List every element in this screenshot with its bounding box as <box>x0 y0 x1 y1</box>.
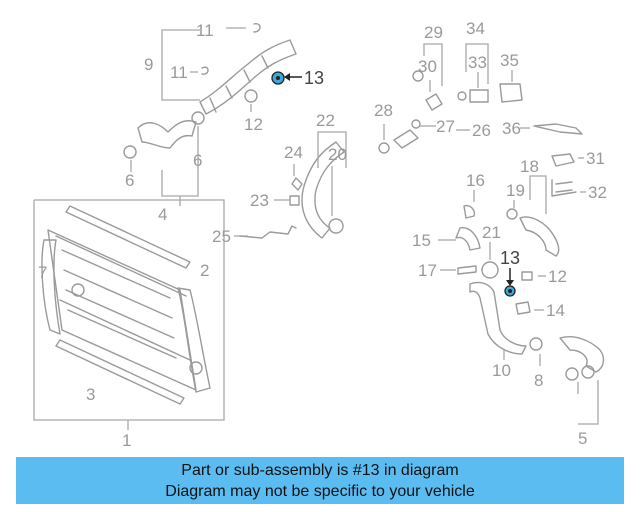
label-17: 17 <box>418 261 437 280</box>
label-36: 36 <box>502 119 521 138</box>
label-10: 10 <box>492 361 511 380</box>
label-13-right: 13 <box>500 248 520 268</box>
parts-diagram: 1 2 3 4 5 6 6 7 8 9 10 11 11 12 12 13 13… <box>33 19 607 450</box>
label-32: 32 <box>588 183 607 202</box>
label-22: 22 <box>316 111 335 130</box>
info-banner: Part or sub-assembly is #13 in diagram D… <box>16 457 624 504</box>
label-34: 34 <box>466 19 485 38</box>
label-25: 25 <box>212 227 231 246</box>
label-19: 19 <box>506 181 525 200</box>
label-5: 5 <box>578 429 587 448</box>
label-9: 9 <box>144 55 153 74</box>
label-21: 21 <box>482 223 501 242</box>
label-11-mid: 11 <box>170 63 188 82</box>
label-35: 35 <box>500 51 519 70</box>
highlighted-part-13-right[interactable] <box>504 268 516 297</box>
label-29: 29 <box>424 23 443 42</box>
label-28: 28 <box>374 101 393 120</box>
callout-labels: 1 2 3 4 5 6 6 7 8 9 10 11 11 12 12 13 13… <box>38 19 607 450</box>
label-8: 8 <box>534 371 543 390</box>
label-18: 18 <box>520 157 539 176</box>
label-13-top: 13 <box>304 68 324 88</box>
label-31: 31 <box>586 149 605 168</box>
center-pipe-group <box>234 131 347 239</box>
label-33: 33 <box>468 53 487 72</box>
label-6-right: 6 <box>193 151 202 170</box>
upper-charge-hoses <box>123 23 297 206</box>
label-16: 16 <box>466 171 485 190</box>
intercooler-assembly <box>33 199 225 430</box>
label-26: 26 <box>472 121 491 140</box>
label-3: 3 <box>86 385 95 404</box>
highlighted-part-13-top[interactable] <box>271 71 302 85</box>
label-23: 23 <box>250 191 269 210</box>
banner-line-part: Part or sub-assembly is #13 in diagram <box>181 462 459 479</box>
label-11-top: 11 <box>196 21 214 40</box>
lower-right-hose-group <box>438 153 605 425</box>
label-20: 20 <box>328 145 347 164</box>
label-14: 14 <box>546 301 565 320</box>
upper-right-sensor-group <box>378 43 583 154</box>
label-12-top: 12 <box>244 115 263 134</box>
label-27: 27 <box>436 117 455 136</box>
label-2: 2 <box>200 261 209 280</box>
label-30: 30 <box>418 57 437 76</box>
label-15: 15 <box>412 231 431 250</box>
label-12-right: 12 <box>548 267 567 286</box>
label-4: 4 <box>158 205 167 224</box>
label-1: 1 <box>122 431 131 450</box>
label-7: 7 <box>38 263 47 282</box>
label-24: 24 <box>284 143 303 162</box>
label-6-left: 6 <box>125 171 134 190</box>
banner-line-disclaimer: Diagram may not be specific to your vehi… <box>165 483 475 500</box>
